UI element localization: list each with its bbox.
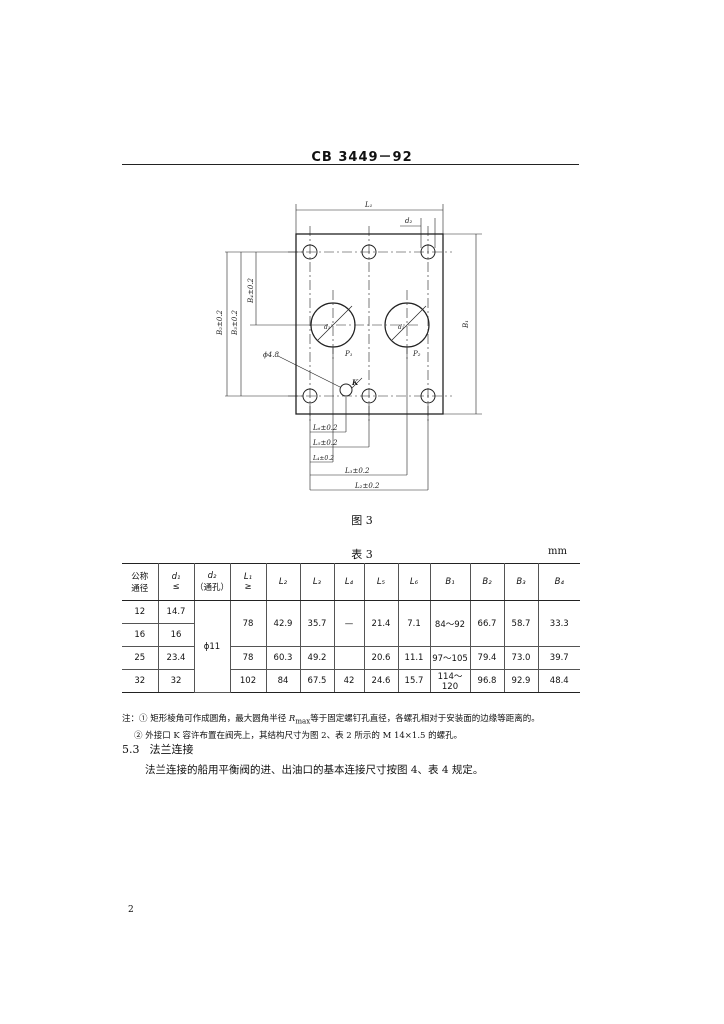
header-cell: B₃ — [503, 563, 539, 601]
header-cell: L₃ — [299, 563, 335, 601]
note-2: ② 外接口 K 容许布置在阀壳上，其结构尺寸为图 2、表 2 所示的 M 14×… — [134, 730, 463, 741]
table-notes: 注：① 矩形棱角可作成圆角，最大圆角半径 Rmax等于固定螺钉孔直径，各螺孔相对… — [122, 712, 540, 744]
dim-l6: L₆±0.2 — [312, 424, 338, 432]
table-cell: 96.8 — [469, 669, 505, 693]
table-unit: mm — [548, 546, 567, 557]
table-cell: 78 — [229, 600, 267, 647]
dim-l2: L₂±0.2 — [354, 482, 380, 490]
dim-b1: B₁ — [462, 320, 470, 329]
bolt-hole — [420, 388, 436, 404]
table-cell: 14.7 — [157, 600, 195, 624]
page-number: 2 — [128, 905, 134, 915]
table-cell: 42 — [333, 669, 365, 693]
table-cell: 58.7 — [503, 600, 539, 647]
port-p2 — [384, 302, 430, 348]
table-cell: 78 — [229, 646, 267, 670]
label-d1-left: d₁ — [324, 324, 330, 331]
port-k — [339, 383, 353, 397]
label-p2: P₂ — [412, 350, 421, 358]
table-cell: — — [333, 600, 365, 647]
section-heading: 5.3 法兰连接 — [122, 741, 194, 757]
dim-b2: B₂±0.2 — [216, 310, 224, 336]
table-cell: 32 — [122, 669, 159, 693]
label-d1-right: d₁ — [398, 324, 404, 331]
table-cell: 23.4 — [157, 646, 195, 670]
table-cell: 42.9 — [265, 600, 301, 647]
label-phi: ϕ4.8 — [263, 351, 279, 359]
table-cell: 20.6 — [363, 646, 399, 670]
plate-outline — [295, 233, 444, 415]
table-cell-d2: ϕ11 — [193, 600, 231, 693]
bolt-hole — [361, 244, 377, 260]
table-cell: 21.4 — [363, 600, 399, 647]
dim-l4: L₄±0.2 — [312, 455, 334, 462]
table-cell: 16 — [157, 623, 194, 647]
header-cell: B₁ — [429, 563, 471, 601]
table-cell: 39.7 — [537, 646, 580, 670]
header-cell: L₂ — [265, 563, 301, 601]
table-cell: 32 — [157, 669, 195, 693]
header-cell: L₁≥ — [229, 563, 267, 601]
header-cell: 公称通径 — [122, 563, 159, 601]
table-row: 12 14.7 ϕ11 78 42.9 35.7 — 21.4 7.1 84～9… — [122, 600, 580, 693]
table-header-row: 公称通径 d₁≤ d₂（通孔） L₁≥ L₂ L₃ L₄ L₅ L₆ B₁ B₂… — [122, 563, 580, 601]
table-cell: 24.6 — [363, 669, 399, 693]
table-cell — [333, 646, 365, 670]
table-title: 表 3 — [351, 548, 373, 561]
header-cell: d₂（通孔） — [193, 563, 231, 601]
header-cell: d₁≤ — [157, 563, 195, 601]
bolt-hole — [420, 244, 436, 260]
table-row: 25 23.4 78 60.3 49.2 20.6 11.1 97～105 79… — [122, 646, 580, 670]
table-cell: 33.3 — [537, 600, 580, 647]
table-cell: 67.5 — [299, 669, 335, 693]
header-rule — [122, 164, 579, 165]
dim-l1: L₁ — [364, 201, 373, 209]
table-cell: 11.1 — [397, 646, 431, 670]
header-cell: L₄ — [333, 563, 365, 601]
section-number: 5.3 — [122, 743, 140, 756]
table-cell: 102 — [229, 669, 267, 693]
center-lines — [288, 226, 452, 422]
table-cell: 12 — [122, 600, 159, 624]
bolt-hole — [361, 388, 377, 404]
table-cell: 16 — [122, 623, 159, 647]
table-cell: 15.7 — [397, 669, 431, 693]
table-cell: 66.7 — [469, 600, 505, 647]
standard-number: CB 3449－92 — [311, 150, 413, 165]
dim-l5: L₅±0.2 — [312, 439, 338, 447]
table-cell: 84 — [265, 669, 301, 693]
dimension-table: 公称通径 d₁≤ d₂（通孔） L₁≥ L₂ L₃ L₄ L₅ L₆ B₁ B₂… — [122, 563, 580, 693]
table-cell: 49.2 — [299, 646, 335, 670]
table-cell: 73.0 — [503, 646, 539, 670]
dim-l3: L₃±0.2 — [344, 467, 370, 475]
table-cell: 92.9 — [503, 669, 539, 693]
section-paragraph: 法兰连接的船用平衡阀的进、出油口的基本连接尺寸按图 4、表 4 规定。 — [145, 764, 484, 776]
figure-caption: 图 3 — [351, 514, 373, 527]
dim-b4: B₄±0.2 — [247, 278, 255, 304]
label-k: K — [351, 378, 359, 387]
table-cell: 79.4 — [469, 646, 505, 670]
header-cell: L₆ — [397, 563, 431, 601]
dim-d2: d₂ — [405, 217, 412, 225]
header-cell: L₅ — [363, 563, 399, 601]
header-cell: B₄ — [537, 563, 580, 601]
label-p1: P₁ — [344, 350, 353, 358]
table-row: 32 32 102 84 67.5 42 24.6 15.7 114～120 9… — [122, 669, 580, 693]
table-row: 16 16 — [122, 623, 580, 647]
table-cell: 84～92 — [429, 600, 471, 647]
table-cell: 60.3 — [265, 646, 301, 670]
table-cell: 7.1 — [397, 600, 431, 647]
header-cell: B₂ — [469, 563, 505, 601]
table-cell: 35.7 — [299, 600, 335, 647]
table-cell: 25 — [122, 646, 159, 670]
table-cell: 114～120 — [429, 669, 471, 693]
table-cell: 97～105 — [429, 646, 471, 670]
table-cell: 48.4 — [537, 669, 580, 693]
dim-b3: B₃±0.2 — [231, 310, 239, 336]
section-title: 法兰连接 — [149, 743, 194, 756]
note-1: 注：① 矩形棱角可作成圆角，最大圆角半径 Rmax等于固定螺钉孔直径，各螺孔相对… — [122, 714, 540, 726]
